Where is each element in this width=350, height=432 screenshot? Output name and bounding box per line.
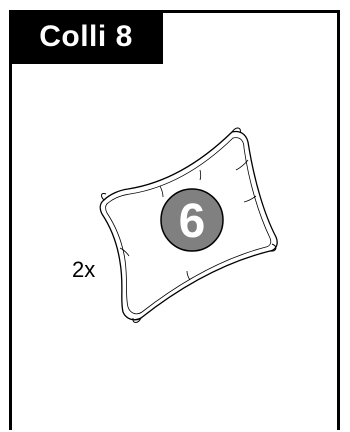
item-number: 6 [179, 195, 206, 248]
quantity-label: 2x [72, 259, 95, 281]
